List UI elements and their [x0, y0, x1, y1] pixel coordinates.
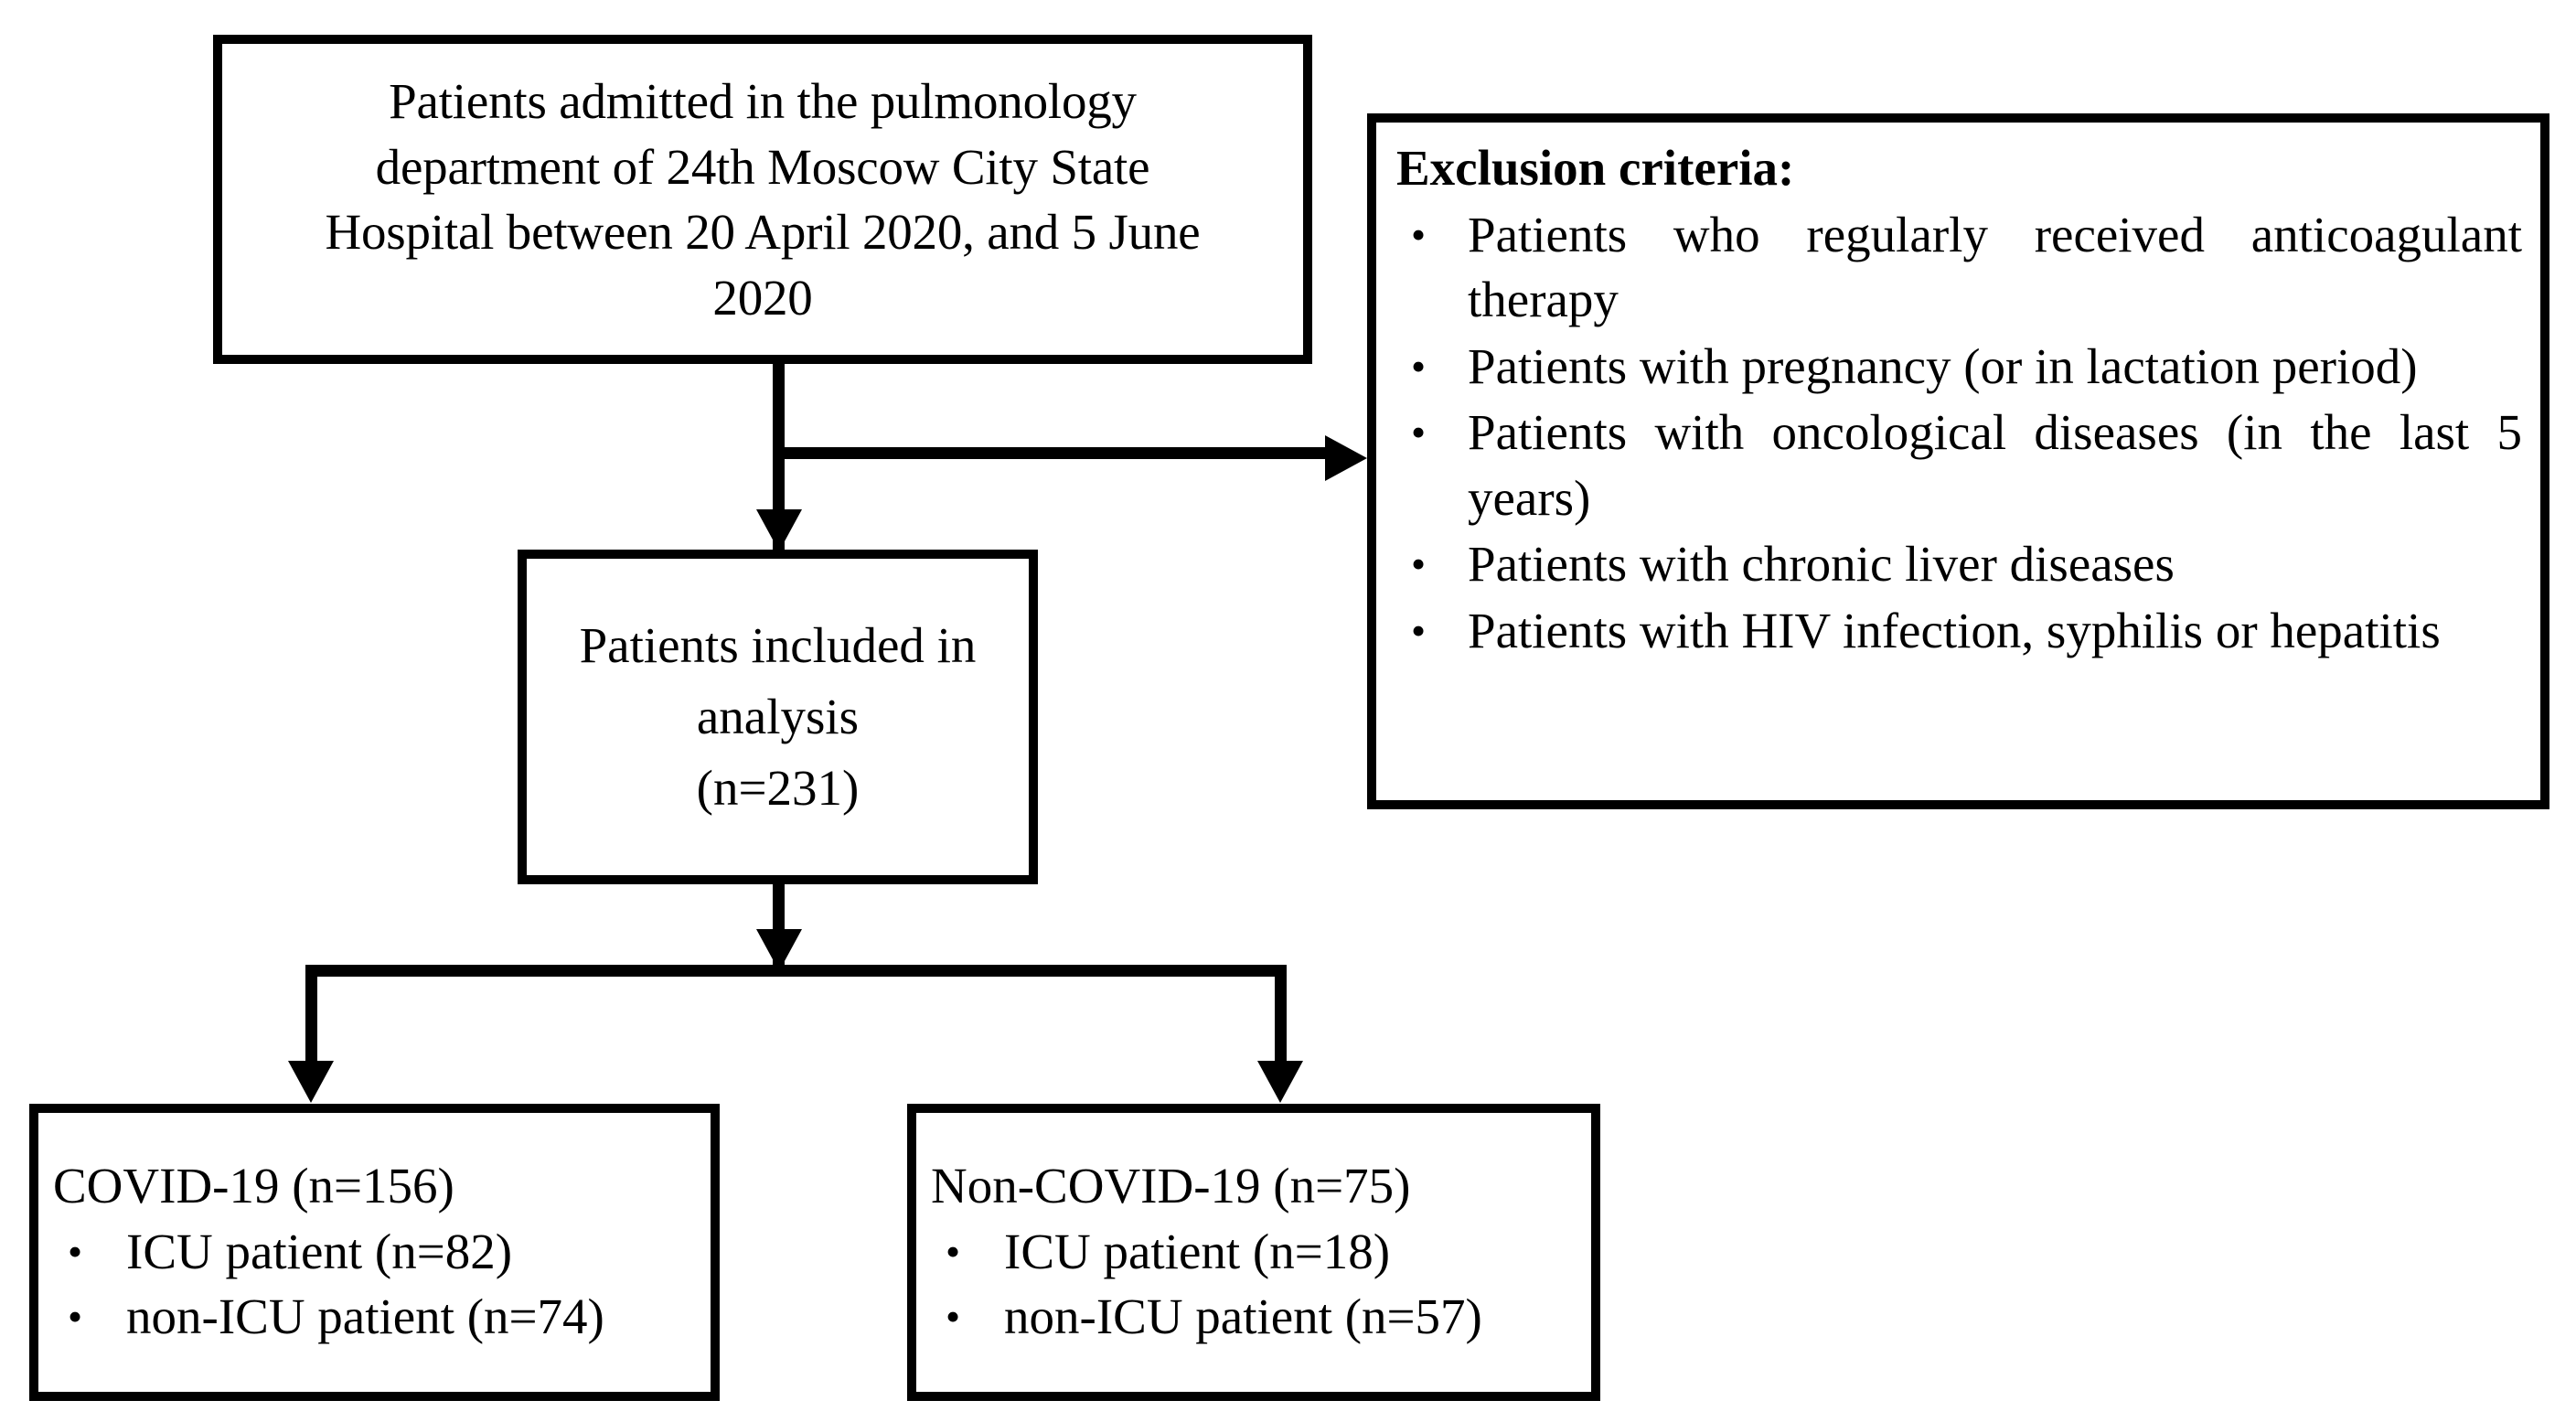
exclusion-item-label: Patients with HIV infection, syphilis or…: [1468, 602, 2441, 658]
bullet-icon: •: [1411, 540, 1427, 588]
box-patients-included: Patients included in analysis (n=231): [518, 550, 1038, 884]
noncovid-item-label: non-ICU patient (n=57): [1004, 1288, 1482, 1345]
arrowhead-down-icon: [756, 929, 802, 971]
exclusion-item-label: Patients with pregnancy (or in lactation…: [1468, 337, 2418, 394]
bullet-icon: •: [68, 1227, 83, 1275]
box-exclusion-criteria: Exclusion criteria: • Patients who regul…: [1367, 113, 2549, 809]
list-item: • Patients with chronic liver diseases: [1396, 531, 2522, 597]
admitted-line-3: Hospital between 20 April 2020, and 5 Ju…: [325, 204, 1201, 260]
connector-right-leg: [1275, 965, 1287, 1075]
bullet-icon: •: [946, 1293, 961, 1341]
bullet-icon: •: [1411, 210, 1427, 258]
list-item: • Patients with pregnancy (or in lactati…: [1396, 334, 2522, 400]
covid-item-label: ICU patient (n=82): [126, 1223, 513, 1279]
exclusion-item-label: Patients with chronic liver diseases: [1468, 536, 2175, 593]
bullet-icon: •: [946, 1227, 961, 1275]
exclusion-item-label: Patients with oncological diseases (in t…: [1468, 404, 2522, 526]
arrowhead-down-icon: [1257, 1061, 1303, 1103]
admitted-line-4: 2020: [712, 269, 813, 326]
arrowhead-down-icon: [288, 1061, 334, 1103]
admitted-line-2: department of 24th Moscow City State: [375, 138, 1150, 195]
box-exclusion-criteria-content: Exclusion criteria: • Patients who regul…: [1376, 123, 2540, 800]
box-patients-included-content: Patients included in analysis (n=231): [527, 559, 1029, 875]
bullet-icon: •: [68, 1293, 83, 1341]
list-item: • Patients with HIV infection, syphilis …: [1396, 598, 2522, 664]
exclusion-criteria-list: • Patients who regularly received antico…: [1396, 202, 2522, 665]
bullet-icon: •: [1411, 606, 1427, 654]
connector-left-leg: [305, 965, 317, 1075]
list-item: • non-ICU patient (n=57): [931, 1284, 1578, 1350]
covid-item-label: non-ICU patient (n=74): [126, 1288, 604, 1345]
exclusion-criteria-title: Exclusion criteria:: [1396, 140, 1795, 196]
list-item: • ICU patient (n=82): [53, 1219, 698, 1285]
list-item: • Patients who regularly received antico…: [1396, 202, 2522, 333]
noncovid-group-title: Non-COVID-19 (n=75): [931, 1158, 1411, 1214]
box-patients-admitted-content: Patients admitted in the pulmonology dep…: [222, 44, 1303, 355]
noncovid-item-label: ICU patient (n=18): [1004, 1223, 1391, 1279]
box-covid-group-content: COVID-19 (n=156) • ICU patient (n=82) • …: [38, 1113, 711, 1392]
covid-group-title: COVID-19 (n=156): [53, 1158, 454, 1214]
included-line-2: analysis: [696, 688, 860, 744]
list-item: • non-ICU patient (n=74): [53, 1284, 698, 1350]
box-noncovid-group: Non-COVID-19 (n=75) • ICU patient (n=18)…: [907, 1104, 1600, 1401]
box-patients-admitted: Patients admitted in the pulmonology dep…: [213, 35, 1312, 364]
box-covid-group: COVID-19 (n=156) • ICU patient (n=82) • …: [29, 1104, 720, 1401]
exclusion-item-label: Patients who regularly received anticoag…: [1468, 206, 2522, 328]
bullet-icon: •: [1411, 342, 1427, 390]
list-item: • ICU patient (n=18): [931, 1219, 1578, 1285]
bullet-icon: •: [1411, 409, 1427, 456]
noncovid-group-list: • ICU patient (n=18) • non-ICU patient (…: [931, 1219, 1578, 1350]
connector-exclusion-branch: [773, 447, 1331, 459]
included-line-1: Patients included in: [579, 616, 977, 673]
arrowhead-down-icon: [756, 509, 802, 551]
covid-group-list: • ICU patient (n=82) • non-ICU patient (…: [53, 1219, 698, 1350]
admitted-line-1: Patients admitted in the pulmonology: [389, 73, 1137, 129]
connector-split-bar: [305, 965, 1287, 977]
included-line-3: (n=231): [696, 760, 860, 817]
arrowhead-right-icon: [1325, 435, 1367, 481]
list-item: • Patients with oncological diseases (in…: [1396, 400, 2522, 530]
box-noncovid-group-content: Non-COVID-19 (n=75) • ICU patient (n=18)…: [916, 1113, 1591, 1392]
